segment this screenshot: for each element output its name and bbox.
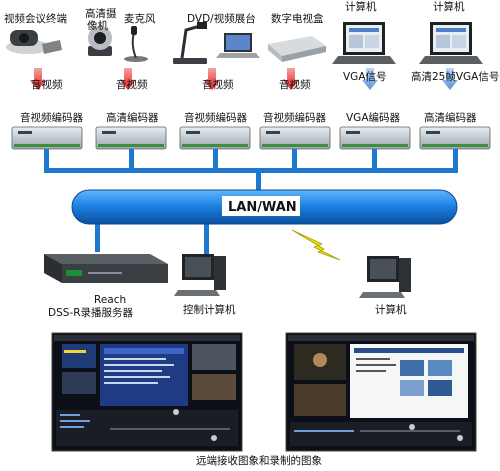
arrow-down-4 [283,68,299,90]
hd-camera-label-1: 高清摄 [85,7,117,20]
signal-label-4: 音视频 [279,78,311,91]
digital-tv-box-icon [268,36,326,62]
microphone-icon [124,26,148,62]
hd-camera-icon [88,26,112,56]
encoder-box-4 [259,126,331,150]
recorded-images-screenshot [285,332,477,452]
dvd-document-camera-icon [173,22,207,64]
computer-a-label: 计算机 [345,0,377,13]
bottom-caption: 远端接收图象和录制的图象 [196,454,322,467]
control-computer-icon [174,254,226,296]
server-label-1: Reach [94,294,126,306]
microphone-label: 麦克风 [124,13,156,25]
encoder-label-1: 音视频编码器 [20,111,83,124]
encoder-label-2: 高清编码器 [106,111,159,124]
laptop-icon [216,33,260,58]
remote-computer-label: 计算机 [375,303,407,316]
signal-label-3: 音视频 [202,78,234,91]
encoder-box-1 [11,126,83,150]
lan-wan-label-box [222,196,300,216]
lan-wan-label: LAN/WAN [228,200,297,215]
signal-label-6: 高清25帧VGA信号 [411,70,499,83]
computer-b-label: 计算机 [433,0,465,13]
video-conference-label: 视频会议终端 [4,12,67,25]
wireless-lightning-icon [291,229,341,261]
tv-box-label: 数字电视盒 [271,12,324,25]
dvd-booth-label: DVD/视频展台 [187,12,256,25]
signal-label-2: 音视频 [116,78,148,91]
arrow-down-1 [30,68,46,90]
hd-camera-label-2: 像机 [87,19,108,32]
encoder-label-6: 高清编码器 [424,111,477,124]
server-label-2: DSS-R录播服务器 [48,306,133,319]
encoder-label-5: VGA编码器 [346,111,401,124]
signal-label-1: 音视频 [31,78,63,91]
encoder-box-2 [95,126,167,150]
encoder-box-3 [179,126,251,150]
computer-a-icon [332,22,396,64]
arrow-down-3 [204,68,220,90]
encoder-label-3: 音视频编码器 [184,111,247,124]
video-conference-terminal-icon [6,30,62,54]
computer-b-icon [419,22,483,64]
encoder-box-5 [339,126,411,150]
arrow-down-5 [362,68,378,90]
received-images-screenshot [51,332,243,452]
remote-computer-icon [359,256,411,298]
signal-label-5: VGA信号 [343,71,387,83]
control-computer-label: 控制计算机 [183,303,236,316]
encoder-box-6 [419,126,491,150]
encoder-label-4: 音视频编码器 [263,111,326,124]
arrow-down-2 [120,68,136,90]
network-cables [44,149,458,258]
arrow-down-6 [442,68,458,90]
recording-server-icon [44,254,168,283]
